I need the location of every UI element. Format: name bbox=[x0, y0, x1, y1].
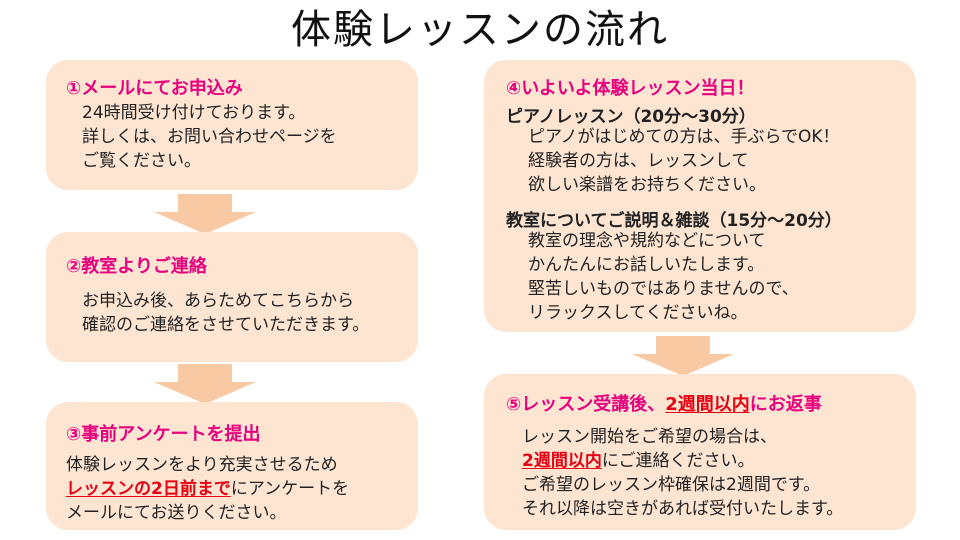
step4-talk-line: 堅苦しいものではありませんので、 bbox=[528, 279, 799, 299]
step4-heading: ④いよいよ体験レッスン当日！ bbox=[506, 78, 755, 99]
page-title: 体験レッスンの流れ bbox=[291, 7, 669, 53]
step5-line: レッスン開始をご希望の場合は、 bbox=[522, 427, 777, 447]
step1-heading: ①メールにてお申込み bbox=[66, 78, 243, 99]
step3-line-rest: にアンケートを bbox=[230, 479, 350, 499]
step1-line: ご覧ください。 bbox=[82, 151, 201, 171]
step2-line: お申込み後、あらためてこちらから bbox=[82, 291, 354, 311]
step1-line: 24時間受け付けております。 bbox=[82, 103, 306, 123]
step4-talk-title: 教室についてご説明＆雑談（15分～20分） bbox=[506, 211, 842, 231]
step5-box: ⑤レッスン受講後、2週間以内にお返事 レッスン開始をご希望の場合は、 2週間以内… bbox=[484, 374, 916, 530]
step3-deadline-highlight: レッスンの2日前まで bbox=[66, 479, 231, 499]
down-arrow-icon bbox=[632, 336, 734, 376]
step3-line: メールにてお送りください。 bbox=[66, 503, 287, 523]
step5-line: それ以降は空きがあれば受付いたします。 bbox=[522, 499, 844, 519]
step5-heading-pre: ⑤レッスン受講後、 bbox=[506, 394, 666, 415]
step2-box: ②教室よりご連絡 お申込み後、あらためてこちらから 確認のご連絡をさせていただき… bbox=[46, 232, 418, 362]
step5-deadline-highlight: 2週間以内 bbox=[522, 451, 602, 471]
step5-heading-highlight: 2週間以内 bbox=[665, 394, 750, 415]
step3-line: レッスンの2日前までにアンケートを bbox=[66, 478, 349, 500]
step4-piano-line: 経験者の方は、レッスンして bbox=[528, 151, 749, 171]
step4-piano-line: 欲しい楽譜をお持ちください。 bbox=[528, 175, 766, 195]
step5-heading: ⑤レッスン受講後、2週間以内にお返事 bbox=[506, 390, 822, 416]
step1-box: ①メールにてお申込み 24時間受け付けております。 詳しくは、お問い合わせページ… bbox=[46, 60, 418, 190]
step3-box: ③事前アンケートを提出 体験レッスンをより充実させるため レッスンの2日前までに… bbox=[46, 402, 418, 530]
step5-line: 2週間以内にご連絡ください。 bbox=[522, 450, 755, 472]
step3-heading: ③事前アンケートを提出 bbox=[66, 424, 261, 445]
step2-heading: ②教室よりご連絡 bbox=[66, 256, 207, 277]
step2-line: 確認のご連絡をさせていただきます。 bbox=[82, 315, 370, 335]
step4-talk-line: リラックスしてくださいね。 bbox=[528, 303, 748, 323]
down-arrow-icon bbox=[154, 364, 256, 404]
step4-talk-line: 教室の理念や規約などについて bbox=[528, 231, 766, 251]
step4-piano-title: ピアノレッスン（20分～30分） bbox=[506, 107, 756, 127]
step5-line-rest: にご連絡ください。 bbox=[601, 451, 755, 471]
step5-line: ご希望のレッスン枠確保は2週間です。 bbox=[522, 475, 821, 495]
step4-box: ④いよいよ体験レッスン当日！ ピアノレッスン（20分～30分） ピアノがはじめて… bbox=[484, 60, 916, 332]
down-arrow-icon bbox=[154, 194, 256, 234]
step4-talk-line: かんたんにお話しいたします。 bbox=[528, 255, 765, 275]
step3-line: 体験レッスンをより充実させるため bbox=[66, 455, 338, 475]
step4-piano-line: ピアノがはじめての方は、手ぶらでOK！ bbox=[528, 127, 840, 147]
step5-heading-post: にお返事 bbox=[749, 394, 822, 415]
step1-line: 詳しくは、お問い合わせページを bbox=[82, 127, 337, 147]
